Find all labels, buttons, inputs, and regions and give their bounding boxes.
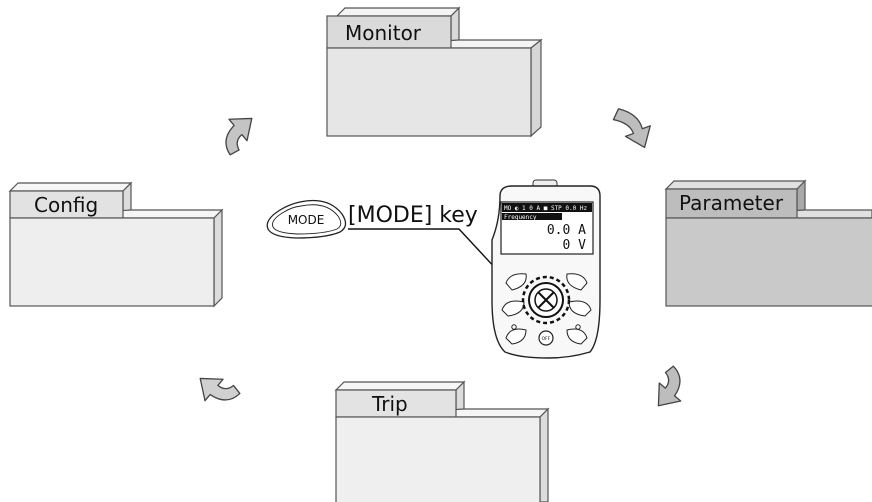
folder-label-trip: Trip xyxy=(371,392,408,416)
keypad-key xyxy=(505,273,527,291)
folder-label-config: Config xyxy=(34,193,98,217)
folder-body xyxy=(9,217,215,307)
folder-trip: Trip xyxy=(334,380,550,502)
mode-button-icon: MODE xyxy=(266,199,347,239)
folder-parameter: Parameter xyxy=(664,179,872,307)
folder-monitor: Monitor xyxy=(326,6,543,138)
folder-config: Config xyxy=(8,181,224,308)
off-label: OFF xyxy=(542,336,551,342)
keypad-key xyxy=(566,273,588,291)
screen-status-line: MO ◐ 1 0 A ■ STP 0.0 Hz xyxy=(504,205,587,212)
cycle-arrow-icon xyxy=(199,377,241,402)
keypad-icon: MO ◐ 1 0 A ■ STP 0.0 Hz Frequency 0.0 A … xyxy=(491,179,601,359)
off-button xyxy=(538,330,554,346)
leader-line xyxy=(348,228,512,286)
mode-button-text: MODE xyxy=(288,213,325,227)
screen-line-2: Frequency xyxy=(504,214,537,221)
folder-label-parameter: Parameter xyxy=(679,191,784,215)
screen-line-3: 0.0 A xyxy=(547,223,586,238)
folder-label-monitor: Monitor xyxy=(345,21,422,45)
keypad-key xyxy=(501,300,525,317)
folder-tab xyxy=(326,15,452,49)
folder-tab xyxy=(335,389,457,418)
folder-body xyxy=(326,47,532,137)
screen-line-4: 0 V xyxy=(563,238,587,253)
keypad-key xyxy=(566,328,588,345)
cycle-arrow-icon xyxy=(225,117,253,156)
cycle-arrow-icon xyxy=(612,108,651,149)
cycle-arrow-icon xyxy=(657,365,682,407)
keypad-key xyxy=(505,328,527,345)
folder-body xyxy=(335,416,541,502)
mode-key-label: [MODE] key xyxy=(348,203,478,228)
folder-tab xyxy=(9,190,124,219)
folder-body xyxy=(665,217,872,307)
mode-key-highlight xyxy=(521,275,571,325)
